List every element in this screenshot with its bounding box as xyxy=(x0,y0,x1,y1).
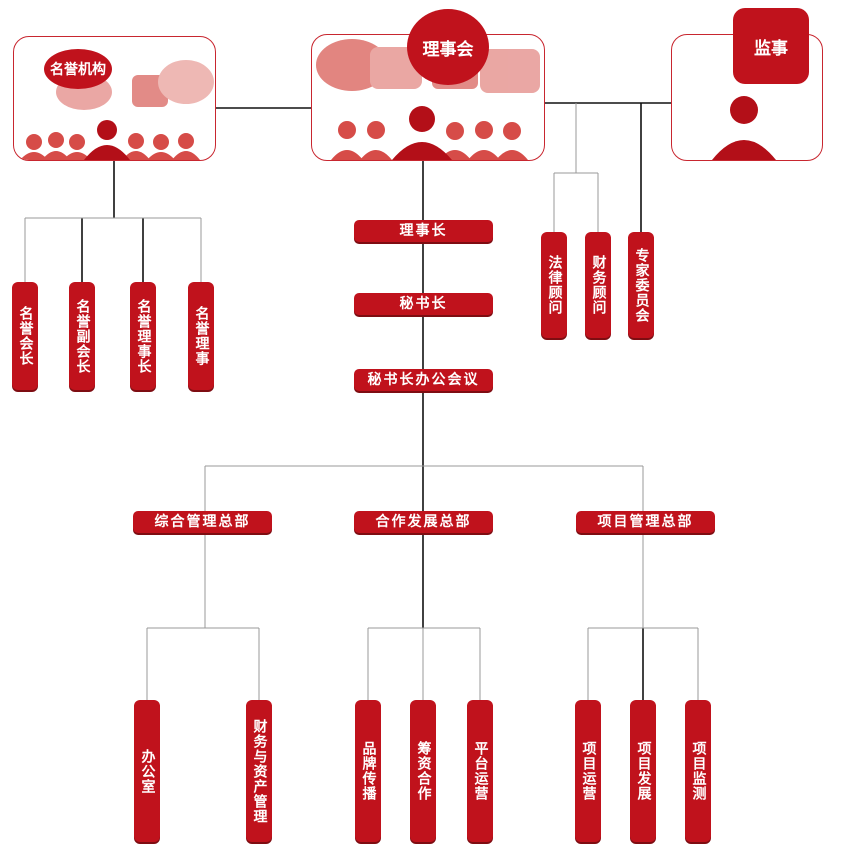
honorary-role-vice-president: 名誉副会长 xyxy=(69,282,95,390)
crowd-illustration xyxy=(20,60,214,160)
honorary-title: 名誉机构 xyxy=(44,49,112,89)
council-title: 理事会 xyxy=(407,9,489,85)
secretary-general-box: 秘书长 xyxy=(354,293,493,315)
honorary-panel: 名誉机构 xyxy=(13,36,216,161)
advisor-finance: 财务顾问 xyxy=(585,232,611,338)
unit-finance-assets: 财务与资产管理 xyxy=(246,700,272,842)
council-crowd-illustration xyxy=(316,39,540,160)
honorary-role-chairman: 名誉理事长 xyxy=(130,282,156,390)
unit-office: 办公室 xyxy=(134,700,160,842)
supervisor-title: 监事 xyxy=(733,8,809,84)
dept-cooperation-development: 合作发展总部 xyxy=(354,511,493,533)
unit-brand-communication: 品牌传播 xyxy=(355,700,381,842)
unit-platform-operation: 平台运营 xyxy=(467,700,493,842)
honorary-role-president: 名誉会长 xyxy=(12,282,38,390)
honorary-role-director: 名誉理事 xyxy=(188,282,214,390)
unit-project-development: 项目发展 xyxy=(630,700,656,842)
advisor-legal: 法律顾问 xyxy=(541,232,567,338)
unit-project-operation: 项目运营 xyxy=(575,700,601,842)
dept-project-management: 项目管理总部 xyxy=(576,511,715,533)
unit-fundraising: 筹资合作 xyxy=(410,700,436,842)
supervisor-illustration xyxy=(712,96,776,160)
secretary-meeting-box: 秘书长办公会议 xyxy=(354,369,493,391)
unit-project-monitoring: 项目监测 xyxy=(685,700,711,842)
dept-general-management: 综合管理总部 xyxy=(133,511,272,533)
advisor-expert-committee: 专家委员会 xyxy=(628,232,654,338)
chairman-box: 理事长 xyxy=(354,220,493,242)
